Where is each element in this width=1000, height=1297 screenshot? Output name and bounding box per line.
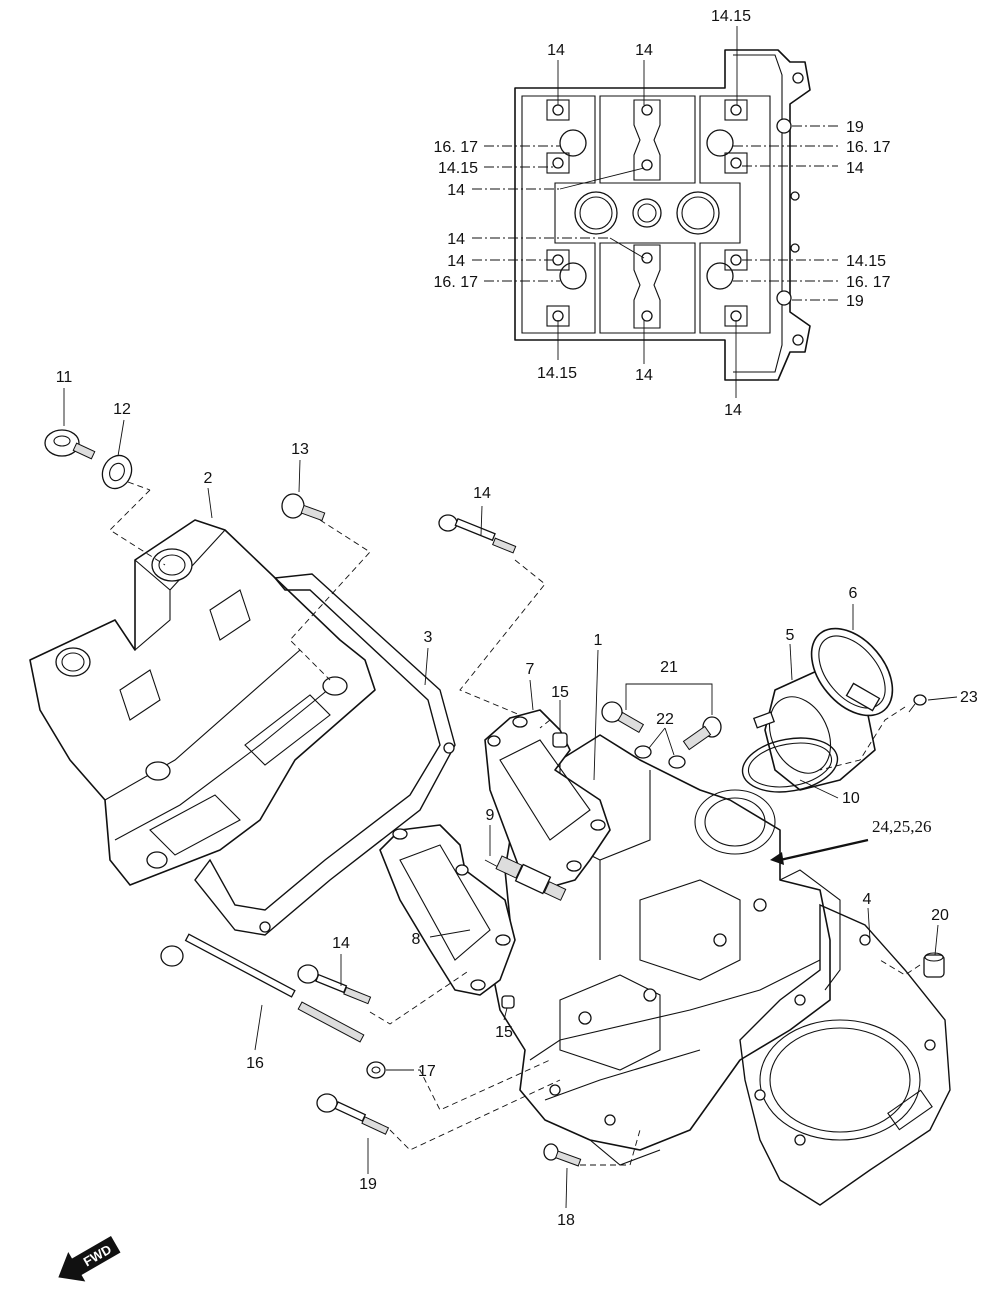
bolt-14-mid bbox=[297, 964, 372, 1005]
callout-3: 3 bbox=[424, 629, 433, 646]
callout-6: 6 bbox=[849, 585, 858, 602]
callout-5: 5 bbox=[786, 627, 795, 644]
callout-22: 22 bbox=[656, 711, 674, 728]
inset-left-14-b: 14 bbox=[447, 231, 465, 248]
inset-right-16-17-bottom: 16. 17 bbox=[846, 274, 891, 291]
callout-19: 19 bbox=[359, 1176, 377, 1193]
callout-8: 8 bbox=[412, 931, 421, 948]
bolt-pattern-inset bbox=[472, 26, 838, 398]
callout-4: 4 bbox=[863, 891, 872, 908]
callout-10: 10 bbox=[842, 790, 860, 807]
inset-right-14: 14 bbox=[846, 160, 864, 177]
inset-right-14-15: 14.15 bbox=[846, 253, 886, 270]
head-cover-gasket bbox=[194, 573, 456, 936]
inset-top-14-left: 14 bbox=[547, 42, 565, 59]
bolt-14-long-top bbox=[438, 514, 517, 554]
washer-22-left bbox=[634, 745, 652, 759]
inset-right-16-17-top: 16. 17 bbox=[846, 139, 891, 156]
washer-12 bbox=[101, 454, 133, 490]
dowel-20 bbox=[923, 952, 945, 978]
callout-9: 9 bbox=[486, 807, 495, 824]
bolt-18 bbox=[543, 1143, 582, 1167]
washer-17 bbox=[366, 1061, 386, 1079]
bolt-11 bbox=[44, 429, 96, 460]
inset-top-14-15: 14.15 bbox=[711, 8, 751, 25]
callout-14-top: 14 bbox=[473, 485, 491, 502]
inset-bottom-14-15: 14.15 bbox=[537, 365, 577, 382]
callout-20: 20 bbox=[931, 907, 949, 924]
dowel-15-bottom bbox=[501, 995, 515, 1009]
inset-labels: 14.15 14 14 19 16. 17 14 14.15 16. 17 19… bbox=[434, 8, 891, 419]
inset-bottom-14-mid: 14 bbox=[635, 367, 653, 384]
callout-11: 11 bbox=[56, 369, 73, 386]
dowel-15-top bbox=[552, 732, 568, 748]
bolt-16-long bbox=[160, 933, 365, 1043]
leader-lines bbox=[63, 388, 958, 1209]
inset-right-19-top: 19 bbox=[846, 119, 864, 136]
callout-13: 13 bbox=[291, 441, 309, 458]
cylinder-head-cover bbox=[29, 519, 376, 886]
inset-left-16-17-top: 16. 17 bbox=[434, 139, 479, 156]
bolt-21-left bbox=[601, 701, 645, 734]
callout-labels: 11 12 2 13 14 3 1 7 15 21 22 6 5 23 10 2… bbox=[56, 369, 978, 1229]
callout-2: 2 bbox=[204, 470, 213, 487]
callout-7: 7 bbox=[526, 661, 535, 678]
callout-15-bottom: 15 bbox=[495, 1024, 513, 1041]
callout-23: 23 bbox=[960, 689, 978, 706]
callout-1: 1 bbox=[594, 632, 603, 649]
inset-bottom-14-right: 14 bbox=[724, 402, 742, 419]
cylinder-head-gasket bbox=[739, 903, 951, 1206]
callout-18: 18 bbox=[557, 1212, 575, 1229]
camshaft-holder-upper bbox=[484, 709, 611, 891]
bolt-19 bbox=[316, 1093, 390, 1135]
inset-top-14-mid: 14 bbox=[635, 42, 653, 59]
washer-22-right bbox=[668, 755, 686, 769]
inset-left-16-17-bottom: 16. 17 bbox=[434, 274, 479, 291]
camshaft-holder-lower bbox=[379, 824, 516, 996]
callout-12: 12 bbox=[113, 401, 131, 418]
screw-23 bbox=[908, 694, 927, 713]
callout-24-25-26: 24,25,26 bbox=[872, 817, 932, 836]
inset-right-19-bottom: 19 bbox=[846, 293, 864, 310]
intake-clamp bbox=[810, 627, 894, 717]
callout-15-top: 15 bbox=[551, 684, 569, 701]
intake-o-ring bbox=[741, 737, 839, 793]
callout-21: 21 bbox=[660, 659, 678, 676]
callout-14-mid: 14 bbox=[332, 935, 350, 952]
callout-17: 17 bbox=[418, 1063, 436, 1080]
bolt-13 bbox=[281, 493, 326, 522]
bolt-21-right bbox=[682, 716, 722, 751]
inset-left-14-c: 14 bbox=[447, 253, 465, 270]
inset-left-14-15: 14.15 bbox=[438, 160, 478, 177]
forward-arrow: FWD bbox=[58, 1236, 121, 1282]
spark-plug bbox=[484, 855, 567, 901]
inset-left-14-a: 14 bbox=[447, 182, 465, 199]
callout-16: 16 bbox=[246, 1055, 264, 1072]
